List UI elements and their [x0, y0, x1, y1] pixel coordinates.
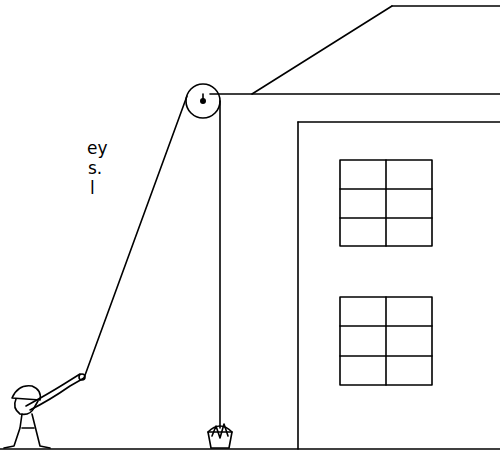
ground-line: [0, 448, 500, 450]
pulley: [186, 84, 220, 118]
rope: [84, 96, 187, 378]
text-fragment: s.: [88, 158, 102, 178]
house: [210, 6, 500, 449]
worker: [4, 374, 85, 448]
rope: [219, 101, 221, 428]
text-fragment: l: [90, 178, 95, 198]
bucket: [208, 424, 232, 448]
text-fragment: ey: [87, 138, 108, 158]
